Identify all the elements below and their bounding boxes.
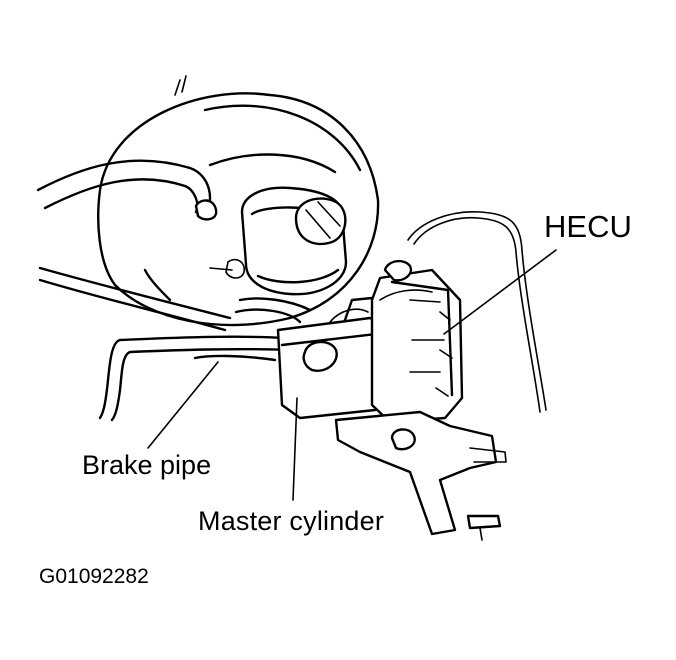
brake-pipe [98, 335, 292, 422]
brake-pipe-label: Brake pipe [82, 450, 212, 480]
leader-lines [147, 249, 557, 501]
master-cylinder-label: Master cylinder [198, 506, 385, 536]
hecu-label: HECU [544, 209, 632, 244]
vacuum-hose [36, 159, 218, 221]
hecu-leader-line [443, 249, 557, 335]
brake-pipe-leader-line [147, 361, 219, 449]
master-cylinder-body [234, 296, 396, 420]
mounting-bracket [334, 410, 507, 541]
left-frame-lines [38, 266, 232, 332]
figure-code: G01092282 [39, 565, 149, 588]
sensor-wire [407, 211, 547, 413]
reservoir [209, 186, 348, 296]
hecu-unit [370, 259, 464, 424]
master-cylinder-leader-line [292, 397, 298, 501]
